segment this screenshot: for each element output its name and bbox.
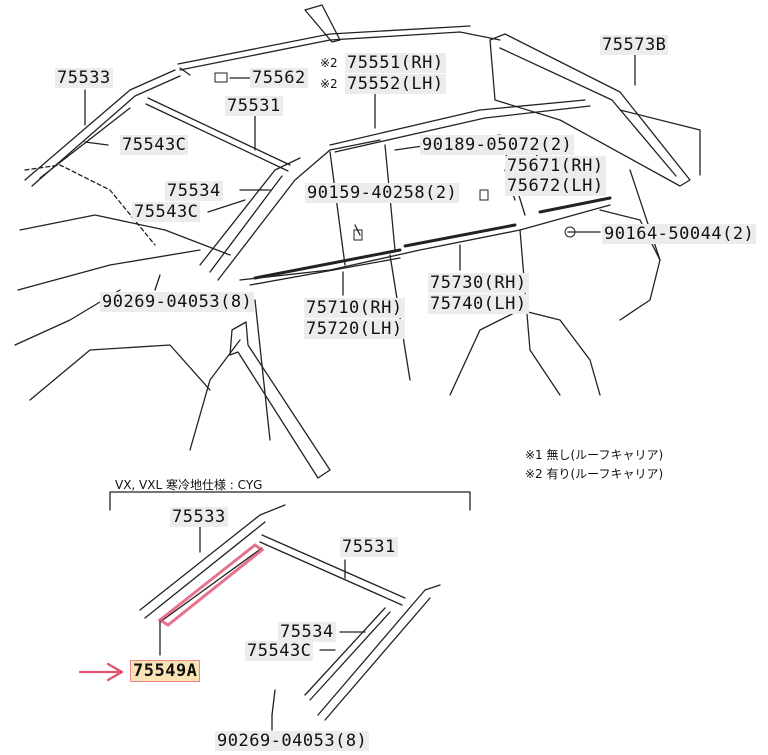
label-75551-prefix: ※2 <box>320 56 338 70</box>
label-75543c-mid: 75543C <box>132 202 201 222</box>
label-75531-bottom: 75531 <box>340 537 398 557</box>
door-moulding-front <box>253 248 402 280</box>
clip-90189 <box>479 189 489 201</box>
label-75534-bottom: 75534 <box>278 622 336 642</box>
label-75543c-bottom: 75543C <box>245 641 314 661</box>
label-90189: 90189-05072(2) <box>420 135 575 155</box>
label-90269-top: 90269-04053(8) <box>100 292 255 312</box>
label-75710: 75710(RH) <box>304 298 405 318</box>
big-arrow-bottom <box>229 321 331 479</box>
label-75543c-top: 75543C <box>120 135 189 155</box>
label-75672: 75672(LH) <box>505 176 606 196</box>
label-75533-bottom: 75533 <box>170 507 228 527</box>
label-75533-top: 75533 <box>55 68 113 88</box>
label-75562: 75562 <box>250 68 308 88</box>
note-1: ※1 無し(ルーフキャリア) <box>525 448 664 462</box>
label-90269-bottom: 90269-04053(8) <box>215 731 370 751</box>
inset-spec-title: VX, VXL 寒冷地仕様 : CYG <box>115 478 263 492</box>
label-75740: 75740(LH) <box>428 294 529 314</box>
label-75534-top: 75534 <box>165 181 223 201</box>
label-75720: 75720(LH) <box>304 319 405 339</box>
note-2: ※2 有り(ルーフキャリア) <box>525 467 664 481</box>
highlighted-part-75549a <box>157 543 265 627</box>
rear-belt-moulding <box>538 196 612 214</box>
inset-box <box>109 491 471 511</box>
label-75531-top: 75531 <box>225 96 283 116</box>
clip-90164 <box>564 226 576 238</box>
clip-90159 <box>353 229 363 241</box>
rear-glass-frame <box>489 33 691 187</box>
label-75671: 75671(RH) <box>505 156 606 176</box>
a-pillar <box>199 157 301 266</box>
label-90159: 90159-40258(2) <box>305 183 460 203</box>
door-moulding-rear <box>403 223 517 248</box>
label-75730: 75730(RH) <box>428 273 529 293</box>
label-90164: 90164-50044(2) <box>602 224 757 244</box>
roof-rail <box>179 31 501 71</box>
big-arrow-top <box>304 4 341 43</box>
label-75551: 75551(RH) <box>345 53 446 73</box>
pointer-arrow <box>78 662 124 682</box>
label-75573b: 75573B <box>600 35 669 55</box>
label-75552-prefix: ※2 <box>320 77 338 91</box>
label-75552: 75552(LH) <box>345 74 446 94</box>
label-75549a: 75549A <box>130 660 201 682</box>
clip-75562 <box>214 72 228 83</box>
roof-drip-strip <box>147 97 291 166</box>
windshield-moulding <box>24 69 176 181</box>
